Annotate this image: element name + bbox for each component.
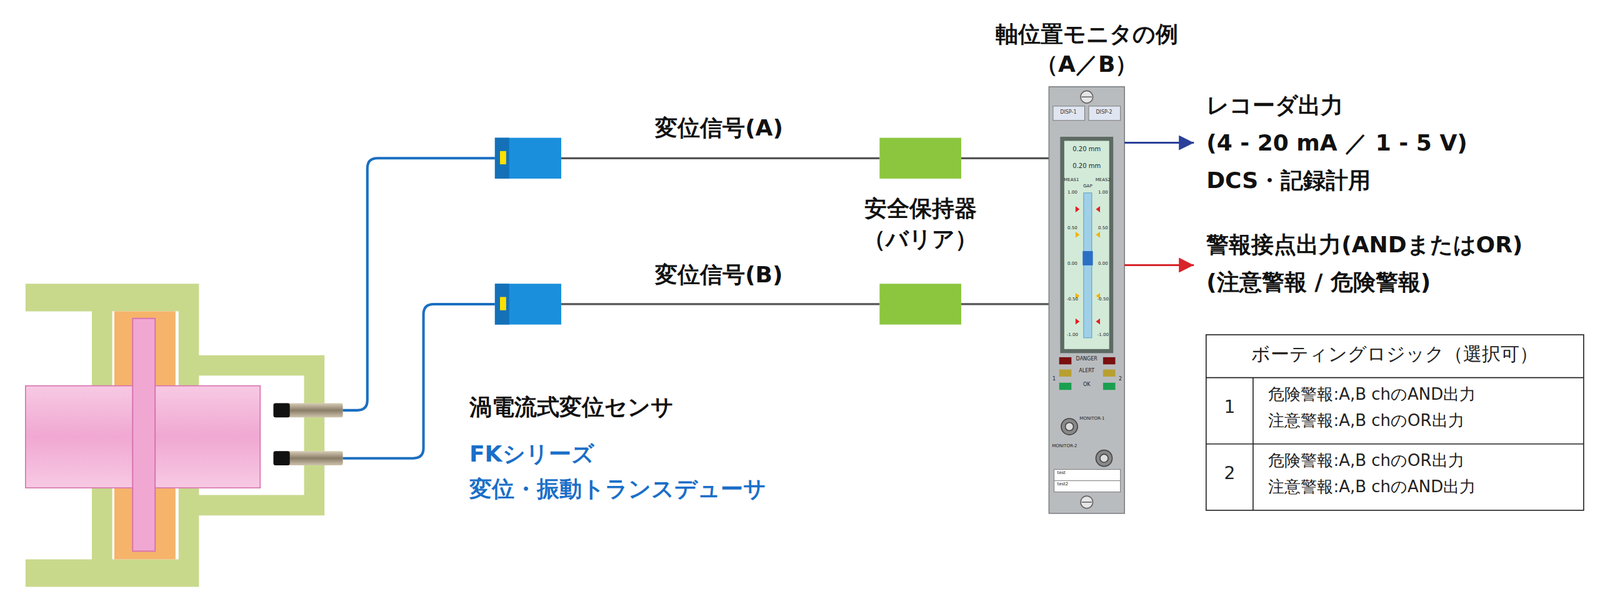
- signal-label: 変位信号(A): [655, 114, 784, 142]
- connector-label: MONITOR-2: [1051, 443, 1077, 449]
- sensor-label: 渦電流式変位センサ: [469, 393, 674, 421]
- scale-number: -0.50: [1066, 296, 1079, 302]
- table-cell: 1: [1223, 396, 1235, 419]
- transducer: [495, 138, 562, 325]
- output-text: レコーダ出力(4 - 20 mA ／ 1 - 5 V)DCS・記録計用: [1193, 86, 1468, 200]
- output-arrow: [1124, 264, 1194, 267]
- led-label: OK: [1083, 381, 1091, 389]
- scale-number: -1.00: [1066, 332, 1079, 338]
- table-cell: 2: [1223, 463, 1235, 485]
- test-label: test: [1056, 470, 1065, 476]
- display-tag: MEAS2: [1095, 177, 1111, 183]
- display-value: 0.20 mm: [1072, 145, 1101, 154]
- panel-tag: DISP-2: [1095, 109, 1112, 116]
- output-label: (4 - 20 mA ／ 1 - 5 V): [1193, 124, 1468, 162]
- output-label: (注意警報 / 危険警報): [1193, 263, 1523, 302]
- scale-number: 0.50: [1098, 225, 1109, 231]
- scale-number: -1.00: [1097, 332, 1109, 338]
- led-label: DANGER: [1076, 356, 1098, 363]
- table-grid: [1206, 335, 1584, 511]
- connector-label: MONITOR-1: [1079, 416, 1105, 422]
- barrier-label: 安全保持器 （バリア）: [858, 193, 983, 255]
- scale-number: 0.00: [1098, 261, 1109, 267]
- display-value: 0.20 mm: [1072, 162, 1101, 170]
- probe: [273, 403, 344, 466]
- scale-number: 1.00: [1098, 190, 1109, 195]
- module-title: 軸位置モニタの例 （A／B）: [991, 19, 1183, 80]
- scale-number: -0.50: [1097, 296, 1109, 302]
- output-label: 警報接点出力(ANDまたはOR): [1193, 226, 1523, 264]
- scale-number: 0.00: [1067, 261, 1078, 267]
- display-tag: MEAS1: [1063, 177, 1079, 183]
- panel-tag: DISP-1: [1060, 109, 1077, 116]
- table-cell: 注意警報:A,B chのAND出力: [1268, 477, 1476, 497]
- monitor-module: 軸位置モニタの例 （A／B）: [1048, 86, 1125, 514]
- output-label: レコーダ出力: [1193, 86, 1468, 125]
- table-cell: 危険警報:A,B chのOR出力: [1268, 451, 1464, 471]
- test-label: test2: [1056, 481, 1069, 487]
- channel-number: 1: [1052, 376, 1056, 383]
- scale-number: 1.00: [1067, 190, 1078, 195]
- led-label: ALERT: [1078, 368, 1095, 375]
- table-header: ボーティングロジック（選択可）: [1251, 343, 1539, 366]
- signal-label: 変位信号(B): [655, 261, 783, 289]
- display-tag: GAP: [1083, 183, 1092, 189]
- shaft: [25, 318, 261, 552]
- table-cell: 危険警報:A,B chのAND出力: [1268, 385, 1476, 405]
- scale-number: 0.50: [1067, 225, 1078, 231]
- output-label: DCS・記録計用: [1193, 161, 1468, 200]
- monitor-panel: [1048, 86, 1125, 514]
- housing: [25, 283, 325, 587]
- output-arrow: [1124, 141, 1194, 144]
- signal-wire: [561, 158, 1049, 305]
- output-text: 警報接点出力(ANDまたはOR)(注意警報 / 危険警報): [1193, 226, 1523, 302]
- series-label: 変位・振動トランスデューサ: [469, 475, 767, 503]
- series-label: FKシリーズ: [469, 440, 595, 468]
- channel-number: 2: [1118, 376, 1122, 383]
- table-cell: 注意警報:A,B chのOR出力: [1268, 411, 1464, 431]
